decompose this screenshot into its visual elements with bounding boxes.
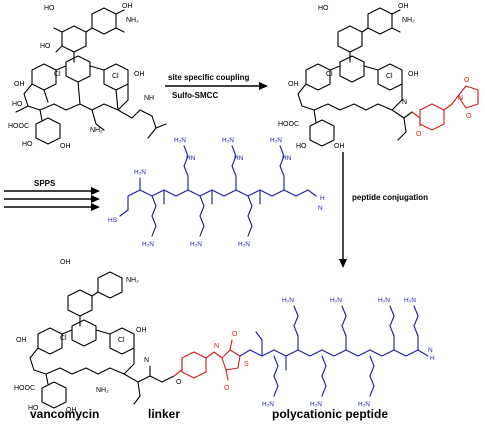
atom-h2n: H₂N: [238, 241, 250, 248]
atom-nh2: NH₂: [402, 17, 415, 24]
atom-o: O: [232, 331, 238, 338]
atom-oh: OH: [60, 143, 71, 150]
atom-n: N: [144, 357, 149, 364]
atom-h2n: H₂N: [330, 297, 342, 304]
atom-ho: HO: [44, 5, 55, 12]
atom-hn: HN: [186, 155, 196, 162]
atom-h2n: H₂N: [404, 297, 416, 304]
atom-ho: HO: [22, 141, 33, 148]
atom-nh2: NH₂: [126, 17, 139, 24]
atom-cl: Cl: [326, 71, 333, 78]
atom-oh: OH: [16, 337, 27, 344]
atom-oh: OH: [122, 3, 133, 10]
atom-cl: Cl: [118, 337, 125, 344]
atom-hs: HS: [108, 217, 118, 224]
spps-arrows: SPPS: [4, 179, 100, 211]
atom-oh: OH: [66, 407, 77, 414]
atom-oh: OH: [14, 81, 25, 88]
atom-oh: OH: [134, 71, 145, 78]
atom-n: N: [318, 205, 323, 212]
caption-vancomycin: vancomycin: [30, 407, 99, 421]
caption-linker: linker: [148, 407, 180, 421]
atom-hooc: HOOC: [8, 123, 29, 130]
caption-polycationic-peptide: polycationic peptide: [272, 407, 388, 421]
atom-ho: HO: [296, 143, 307, 150]
atom-h: H: [430, 355, 435, 362]
atom-ho: HO: [28, 405, 39, 412]
atom-hooc: HOOC: [278, 121, 299, 128]
coupling-label: site specific coupling: [168, 73, 249, 82]
coupling-reagent-label: Sulfo-SMCC: [172, 91, 218, 100]
peptide-structure: H₂N HS H₂N H₂N H₂N HN HN HN H₂N H₂N H₂N …: [108, 137, 325, 248]
atom-oh: OH: [60, 259, 71, 266]
atom-nh2: NH₂: [96, 387, 109, 394]
vancomycin-linker-structure: N O O O HO OH NH₂ Cl Cl OH HOOC HO OH N …: [278, 3, 479, 150]
atom-cl: Cl: [386, 73, 393, 80]
atom-o: O: [416, 131, 422, 138]
atom-n: N: [458, 95, 463, 102]
atom-o: O: [466, 113, 472, 120]
atom-o: O: [176, 379, 182, 386]
atom-oh: OH: [288, 81, 299, 88]
spps-label: SPPS: [34, 179, 56, 188]
atom-cl: Cl: [54, 71, 61, 78]
atom-h2n: H₂N: [378, 297, 390, 304]
atom-s: S: [244, 361, 249, 368]
atom-h2n: H₂N: [270, 137, 282, 144]
atom-h: H: [320, 195, 325, 202]
atom-oh: OH: [334, 143, 345, 150]
atom-nh2: NH₂: [126, 277, 139, 284]
atom-h2n: H₂N: [262, 401, 274, 408]
vancomycin-structure-top-left: OH HO OH NH₂ HO Cl Cl OH HOOC HO OH NH₂ …: [8, 3, 167, 150]
atom-ho: HO: [318, 5, 329, 12]
coupling-arrow: site specific coupling Sulfo-SMCC: [165, 73, 268, 100]
atom-nh2: NH₂: [90, 127, 103, 134]
atom-o: O: [224, 385, 230, 392]
atom-hn: HN: [234, 155, 244, 162]
atom-cl: Cl: [60, 335, 67, 342]
atom-h2n: H₂N: [134, 169, 146, 176]
atom-h2n: H₂N: [282, 297, 294, 304]
atom-n: N: [428, 347, 433, 354]
atom-ho: HO: [12, 101, 23, 108]
atom-n: N: [214, 343, 219, 350]
atom-h2n: H₂N: [190, 241, 202, 248]
atom-h2n: H₂N: [222, 137, 234, 144]
atom-n: N: [402, 99, 407, 106]
atom-h2n: H₂N: [142, 241, 154, 248]
atom-cl: Cl: [112, 73, 119, 80]
atom-nh: NH: [144, 95, 154, 102]
atom-h2n: H₂N: [310, 401, 322, 408]
atom-ho: HO: [40, 43, 51, 50]
atom-o: O: [464, 77, 470, 84]
conjugation-arrow: peptide conjugation: [339, 152, 428, 268]
atom-h2n: H₂N: [358, 401, 370, 408]
atom-oh: OH: [136, 327, 147, 334]
conjugation-label: peptide conjugation: [352, 193, 428, 202]
atom-oh: OH: [408, 71, 419, 78]
conjugate-structure: S O O N O N OH NH₂ Cl Cl OH HOOC HO OH N…: [14, 259, 435, 414]
atom-hooc: HOOC: [14, 385, 35, 392]
atom-oh: OH: [398, 3, 409, 10]
atom-hn: HN: [282, 155, 292, 162]
atom-h2n: H₂N: [174, 137, 186, 144]
